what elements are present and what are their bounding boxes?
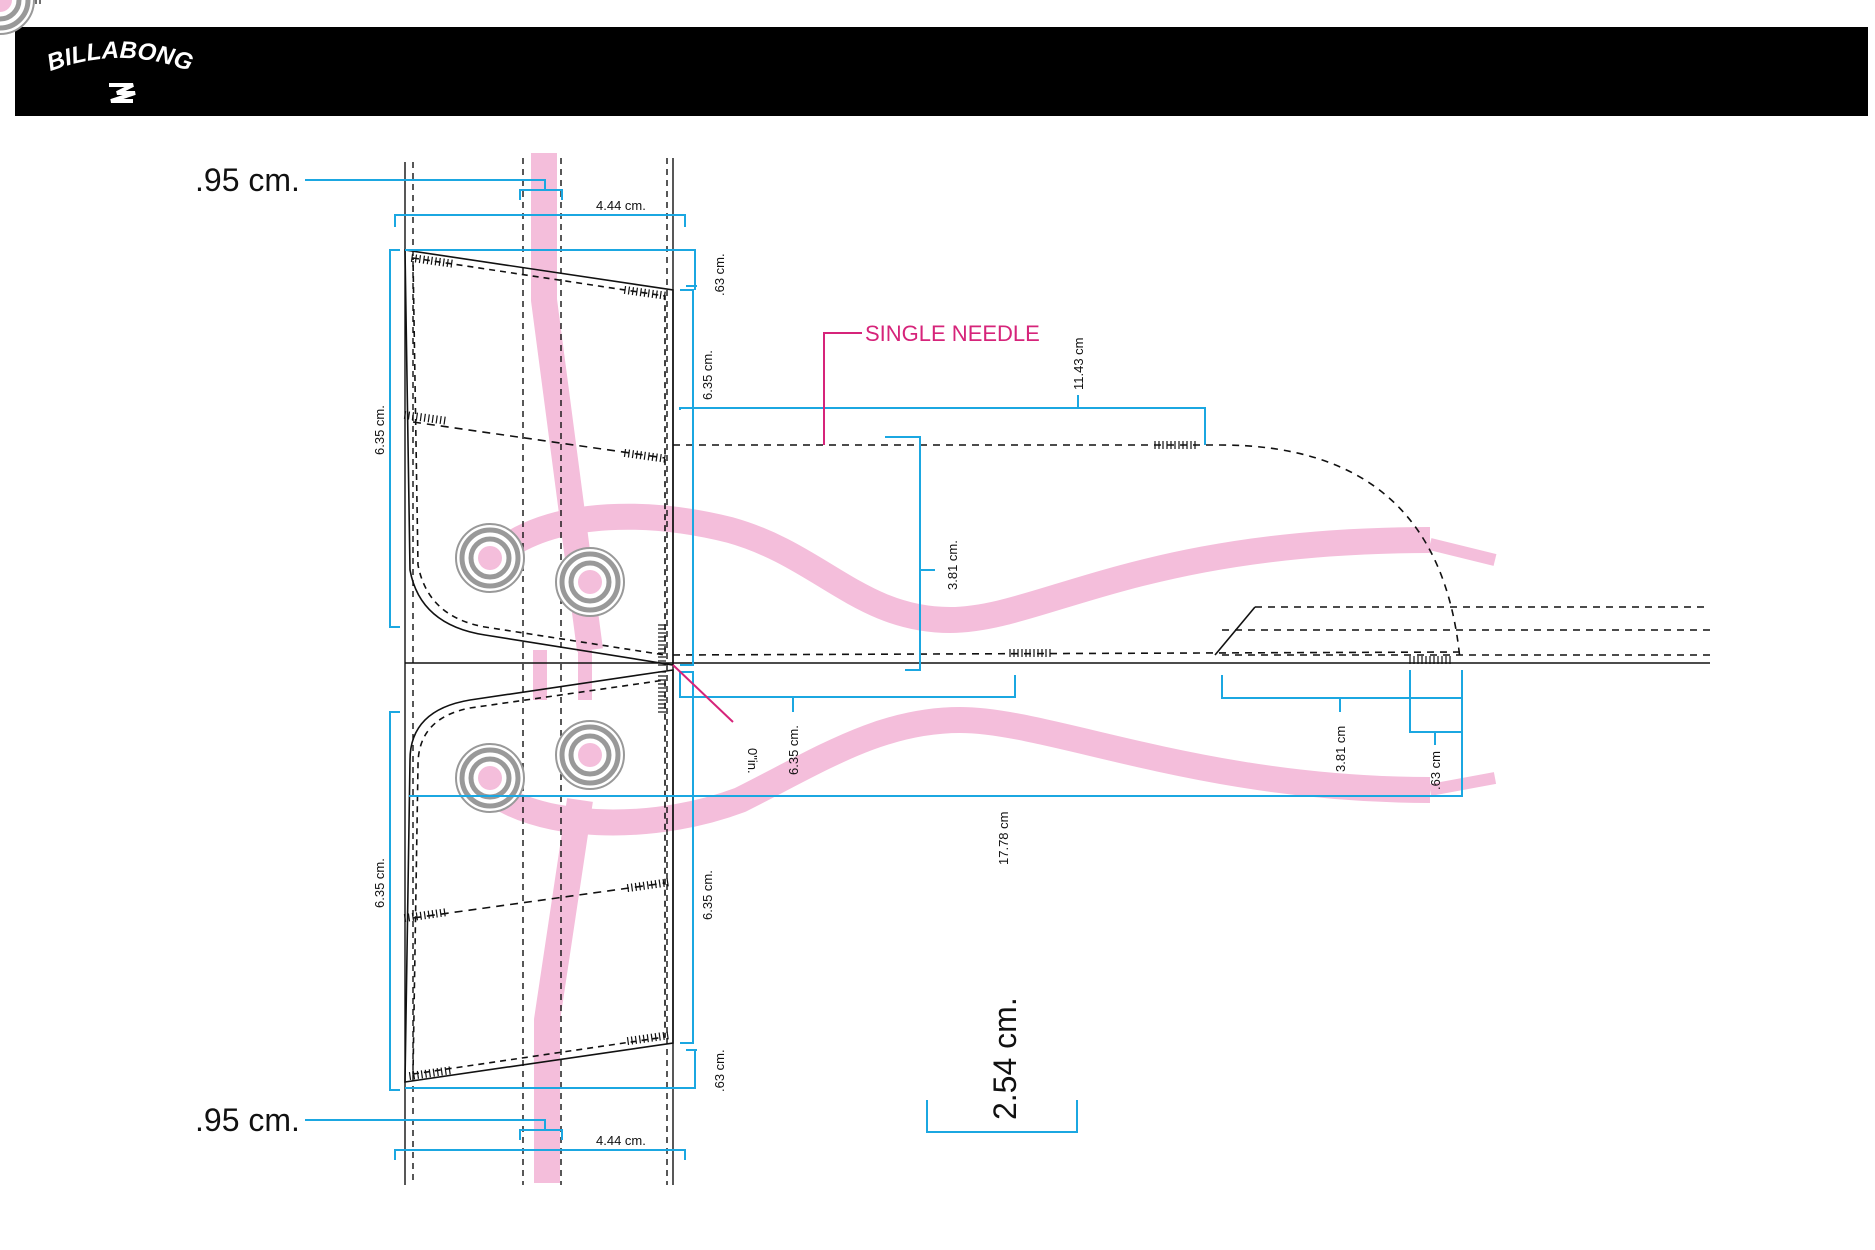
- tab-stitching: [672, 444, 1710, 661]
- snap-button-icon: [0, 0, 35, 35]
- callout-lines: [672, 332, 862, 723]
- lower-patch: [404, 669, 674, 1083]
- strap-loop-lower: [498, 707, 1431, 836]
- label-right-upper-height: 6.35 cm.: [700, 350, 715, 400]
- label-tab-height: 3.81 cm.: [945, 540, 960, 590]
- upper-patch: [404, 249, 674, 666]
- upper-patch-stitch: [412, 257, 666, 656]
- label-left-lower-height: 6.35 cm.: [372, 858, 387, 908]
- strap-loop-upper: [497, 503, 1431, 633]
- dimension-lines: [305, 179, 1463, 1160]
- label-center-length: 6.35 cm.: [786, 725, 801, 775]
- label-bottom-seam-width: .95 cm.: [195, 1102, 300, 1138]
- label-single-needle: SINGLE NEEDLE: [865, 321, 1040, 346]
- label-bottom-strap-width: 4.44 cm.: [596, 1133, 646, 1148]
- patch-outlines: [404, 249, 1710, 1083]
- label-right-lower-height: 6.35 cm.: [700, 870, 715, 920]
- label-bottom-offset: .63 cm.: [712, 1049, 727, 1092]
- label-tip-length: 3.81 cm: [1333, 726, 1348, 772]
- strap-tail-upper: [1428, 538, 1497, 566]
- label-left-upper-height: 6.35 cm.: [372, 405, 387, 455]
- label-tab-length: 11.43 cm: [1071, 337, 1086, 390]
- label-top-seam-width: .95 cm.: [195, 162, 300, 198]
- label-tip-offset: .63 cm: [1428, 751, 1443, 790]
- label-scale-reference: 2.54 cm.: [987, 997, 1023, 1120]
- label-top-strap-width: 4.44 cm.: [596, 198, 646, 213]
- snap-buttons: [0, 0, 624, 812]
- label-top-offset: .63 cm.: [712, 253, 727, 296]
- billabong-logo-icon: BILLABONG: [45, 37, 195, 103]
- header-bar: BILLABONG: [15, 27, 1868, 116]
- label-total-length: 17.78 cm: [996, 812, 1011, 865]
- label-origin: 0"in.: [745, 748, 760, 774]
- vertical-strap-bottom: [534, 798, 593, 1183]
- strap-center-upper: [533, 650, 592, 700]
